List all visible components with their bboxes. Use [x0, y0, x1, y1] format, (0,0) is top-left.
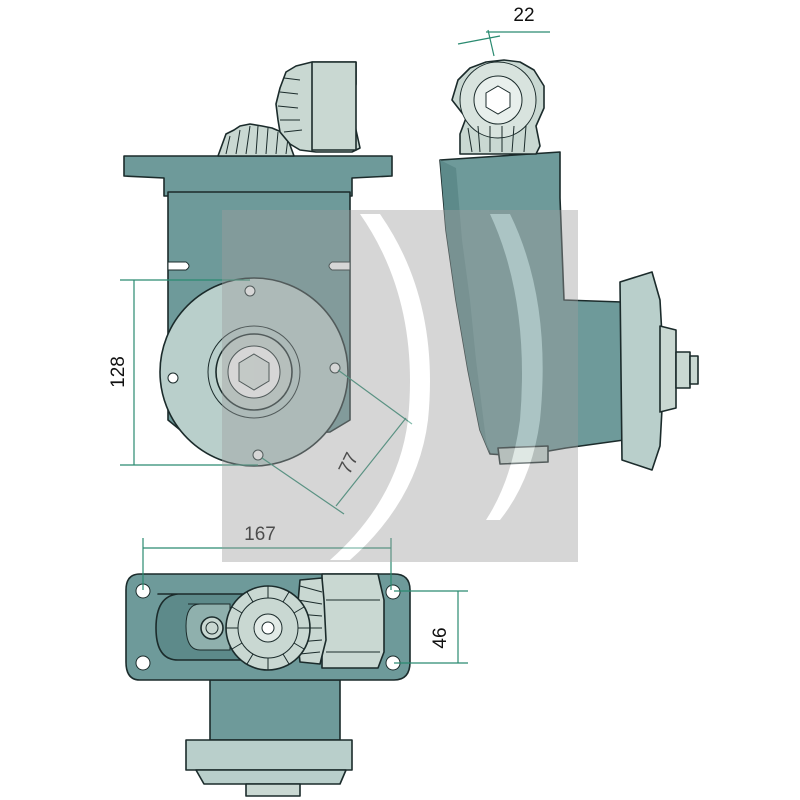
bolt-hole-right — [329, 362, 341, 374]
base-shaft-stub — [200, 616, 224, 640]
dimension-label-128: 128 — [108, 356, 129, 388]
hex-bore-icon — [238, 353, 270, 391]
front-hub-ring — [207, 325, 301, 419]
base-lower-flange — [185, 739, 353, 771]
base-hole-bl — [135, 655, 151, 671]
side-hex-bore-icon — [485, 85, 511, 115]
bolt-hole-left — [167, 372, 179, 384]
front-view: 128 77 — [108, 61, 413, 515]
base-view: 167 46 — [125, 524, 468, 797]
side-top-gear — [451, 59, 545, 155]
front-slot-right — [328, 261, 351, 271]
dimension-46: 46 — [394, 590, 468, 664]
side-bottom-cap — [497, 445, 549, 465]
bolt-hole-top — [244, 285, 256, 297]
front-top-flange — [123, 155, 393, 197]
bolt-hole-bottom — [252, 449, 264, 461]
front-top-bevel-gear — [217, 61, 361, 157]
side-right-flange — [619, 271, 665, 471]
side-hub — [659, 325, 677, 413]
dimension-128: 128 — [108, 279, 258, 466]
side-shaft — [675, 351, 691, 389]
base-gear-block — [321, 573, 385, 669]
base-bevel-gear — [225, 577, 327, 671]
front-slot-left — [167, 261, 190, 271]
side-view: 22 — [439, 5, 699, 471]
dimension-22: 22 — [457, 5, 550, 57]
watermark-logo — [222, 210, 578, 562]
dimension-label-167: 167 — [244, 524, 276, 545]
dimension-167: 167 — [142, 524, 392, 590]
base-lower-housing — [209, 679, 341, 741]
base-hole-tr — [385, 584, 401, 600]
dimension-label-22: 22 — [513, 5, 534, 26]
dimension-label-46: 46 — [430, 627, 451, 648]
